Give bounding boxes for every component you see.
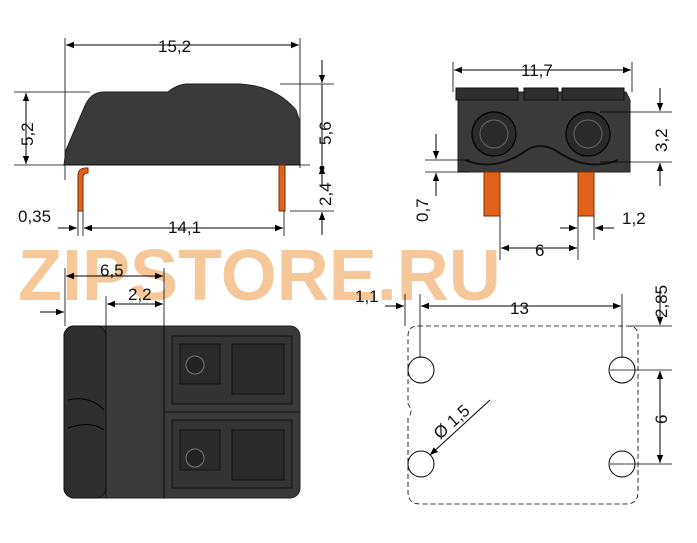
- dim-front-width: 11,7: [521, 61, 553, 80]
- dim-front-pin-pitch: 6: [535, 241, 544, 260]
- hole-top-left: [407, 356, 435, 384]
- top-view: 6,5 2,2: [40, 261, 301, 499]
- footprint-view: 1,1 13 2,85 6 Ø 1,5: [355, 285, 672, 505]
- dim-fp-hole-span-x: 13: [510, 299, 529, 318]
- dim-side-height: 5,2: [18, 122, 37, 146]
- dim-fp-edge-offset: 1,1: [355, 287, 379, 306]
- hole-bottom-left: [407, 450, 435, 478]
- dim-side-offset: 0,35: [18, 207, 51, 226]
- dim-fp-edge-offset-y: 2,85: [652, 285, 671, 318]
- footprint-outline: [407, 325, 639, 505]
- front-pin-left: [483, 171, 501, 217]
- side-pin-left: [77, 167, 89, 212]
- side-view: 15,2 5,2 5,6 2,4 0,35 14,1: [14, 37, 335, 237]
- front-view: 11,7 3,2 0,7 6 1,2: [413, 61, 672, 260]
- dim-front-pin-offset: 0,7: [413, 198, 432, 222]
- dim-top-offset: 2,2: [128, 285, 152, 304]
- dim-fp-hole-diameter: Ø 1,5: [430, 401, 474, 443]
- dim-side-pin-length: 2,4: [316, 182, 335, 206]
- side-housing: [63, 83, 301, 166]
- dim-top-length: 6,5: [100, 261, 124, 280]
- dim-side-height-total: 5,6: [316, 121, 335, 145]
- dim-front-height: 3,2: [652, 128, 671, 152]
- front-pin-right: [577, 171, 595, 217]
- dim-side-pin-span: 14,1: [168, 218, 201, 237]
- dim-front-pin-width: 1,2: [622, 209, 646, 228]
- side-pin-right: [278, 164, 286, 212]
- dim-fp-hole-span-y: 6: [652, 415, 671, 424]
- dim-side-width: 15,2: [158, 37, 191, 56]
